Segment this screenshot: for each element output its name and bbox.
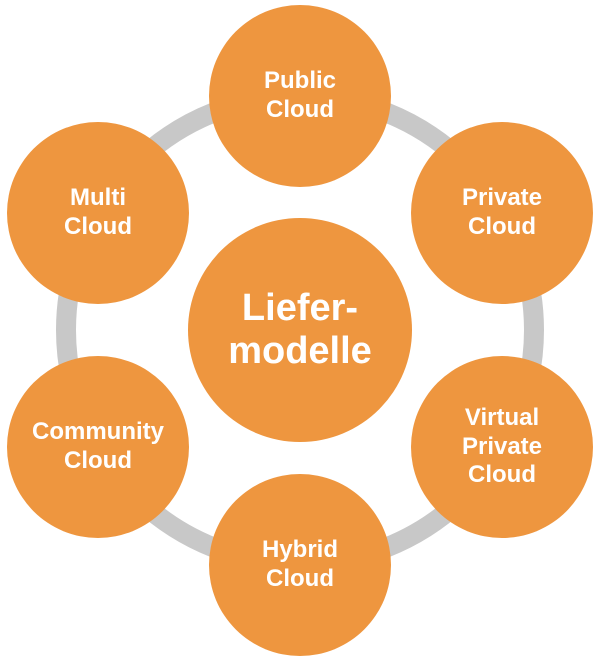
node-public-cloud-label: Public Cloud	[263, 67, 336, 123]
node-hybrid-cloud: Hybrid Cloud	[209, 474, 391, 656]
node-hybrid-cloud-label: Hybrid Cloud	[261, 536, 338, 592]
node-public-cloud: Public Cloud	[209, 5, 391, 187]
node-private-cloud: Private Cloud	[411, 122, 593, 304]
center-node-liefermodelle: Liefer- modelle	[188, 218, 412, 442]
node-multi-cloud: Multi Cloud	[7, 122, 189, 304]
node-community-cloud: Community Cloud	[7, 356, 189, 538]
node-virtual-private-cloud-label: Virtual Private Cloud	[461, 403, 543, 489]
node-private-cloud-label: Private Cloud	[461, 184, 543, 240]
node-virtual-private-cloud: Virtual Private Cloud	[411, 356, 593, 538]
node-community-cloud-label: Community Cloud	[32, 418, 164, 474]
node-multi-cloud-label: Multi Cloud	[64, 184, 132, 240]
center-node-label: Liefer- modelle	[228, 287, 372, 372]
